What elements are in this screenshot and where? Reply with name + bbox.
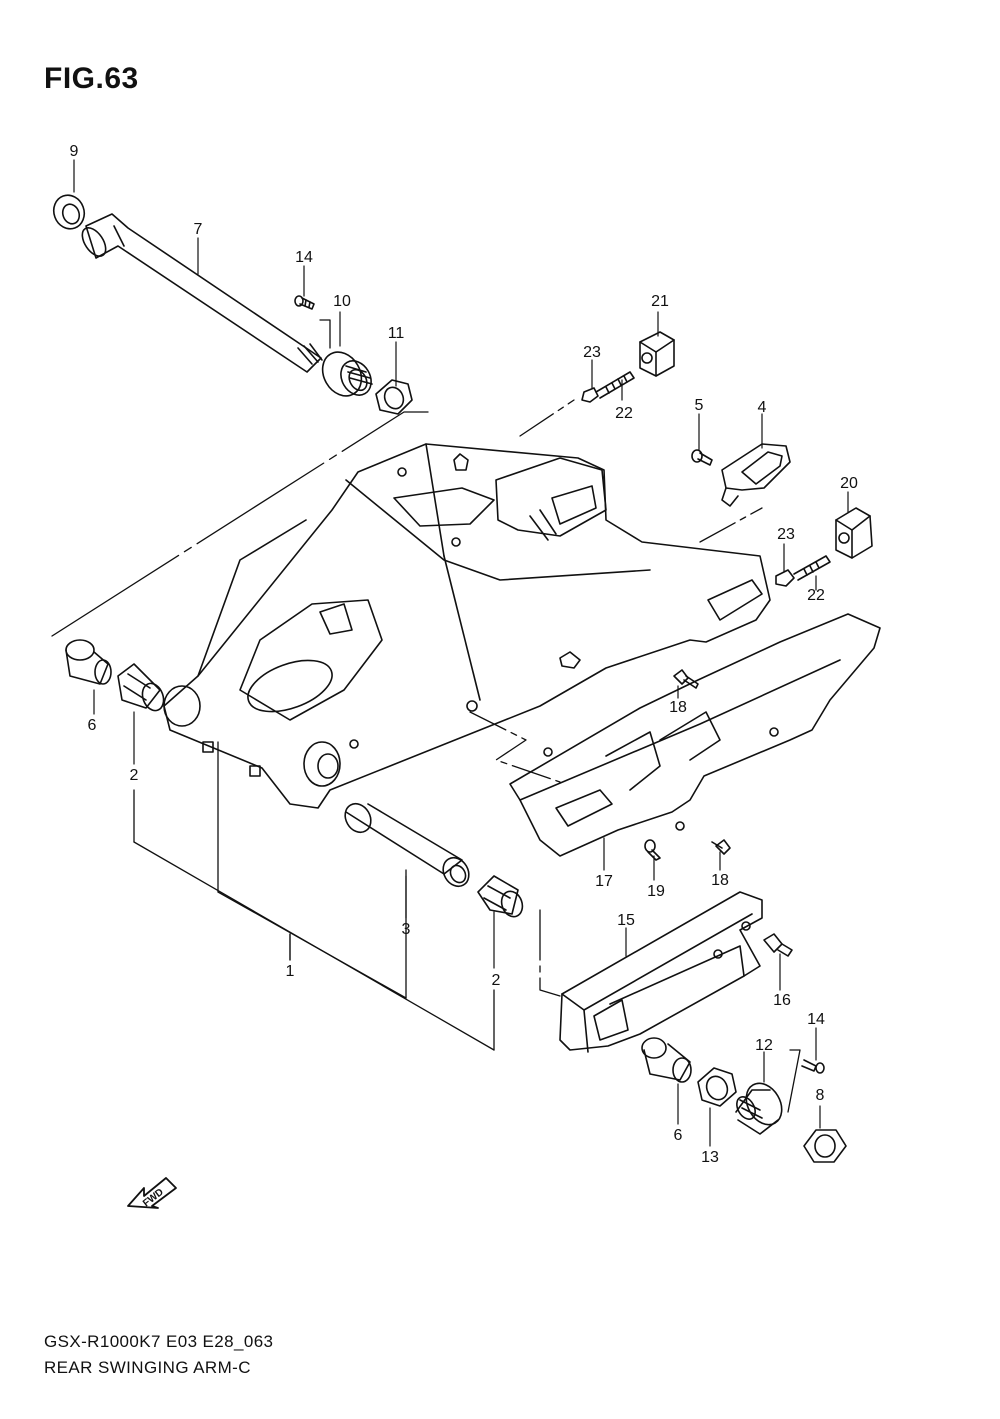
fwd-arrow-icon	[127, 1177, 177, 1209]
part-3-spacer-tube	[344, 802, 470, 888]
part-label: 20	[840, 475, 858, 492]
part-label: 2	[492, 972, 501, 989]
assembly-bracket-part-1	[133, 741, 495, 1051]
part-label: 11	[388, 325, 405, 342]
part-6-bushing-left	[65, 639, 112, 685]
part-5-screw	[691, 449, 713, 466]
swing-arm-body	[163, 443, 771, 809]
part-label: 10	[333, 293, 351, 310]
part-label: 15	[617, 912, 635, 929]
part-2-bearing-right	[477, 875, 524, 918]
part-label: 1	[286, 963, 295, 980]
part-18-bolt-upper	[673, 669, 699, 689]
part-label: 22	[615, 405, 633, 422]
part-16-bolt	[763, 933, 793, 957]
part-2-bearing-left	[117, 663, 165, 712]
part-label: 13	[701, 1149, 719, 1166]
part-4-guard-plate	[721, 443, 791, 507]
part-15-chain-slider	[559, 891, 763, 1053]
part-label: 21	[651, 293, 669, 310]
footer-model-code: GSX-R1000K7 E03 E28_063	[44, 1332, 274, 1351]
part-19-screw	[644, 839, 661, 861]
part-6-bushing-right	[641, 1037, 692, 1083]
footer-assembly-name: REAR SWINGING ARM-C	[44, 1358, 251, 1377]
part-label: 18	[669, 699, 687, 716]
part-label: 14	[807, 1011, 825, 1028]
part-7-pivot-shaft	[81, 213, 323, 373]
leader-lines	[73, 159, 849, 1147]
part-label: 18	[711, 872, 729, 889]
part-label: 12	[755, 1037, 773, 1054]
part-label: 8	[816, 1087, 825, 1104]
part-label: 9	[70, 143, 79, 160]
part-label: 23	[777, 526, 795, 543]
part-11-lock-nut	[375, 379, 413, 415]
part-label: 7	[194, 221, 203, 238]
part-label: 3	[402, 921, 411, 938]
part-label: 22	[807, 587, 825, 604]
part-22-23-bolt-lower	[775, 555, 831, 587]
part-14-screw-upper	[294, 295, 315, 310]
part-8-axle-nut	[803, 1129, 847, 1163]
part-22-23-bolt-upper	[581, 371, 635, 403]
part-17-chain-case	[509, 613, 881, 857]
part-20-adjuster-block	[835, 507, 873, 559]
part-number-labels: 9 7 14 10 11 21 23 22 5 4 20 23 22 6 2 1…	[70, 143, 858, 1166]
part-label: 4	[758, 399, 767, 416]
part-label: 23	[583, 344, 601, 361]
part-label: 6	[88, 717, 97, 734]
part-label: 14	[295, 249, 313, 266]
part-label: 2	[130, 767, 139, 784]
part-12-adjuster	[735, 1082, 783, 1135]
part-14-screw-lower	[801, 1059, 825, 1074]
figure-title: FIG.63	[44, 62, 139, 95]
part-label: 16	[773, 992, 791, 1009]
part-21-adjuster-block	[639, 331, 675, 377]
part-18-bolt-lower	[711, 839, 731, 855]
part-label: 5	[695, 397, 704, 414]
part-9-seal	[52, 194, 86, 230]
part-label: 19	[647, 883, 665, 900]
part-13-nut	[697, 1067, 737, 1107]
part-10-adjuster	[321, 351, 373, 397]
part-label: 17	[595, 873, 613, 890]
part-label: 6	[674, 1127, 683, 1144]
dashed-assembly-lines	[51, 319, 801, 1113]
